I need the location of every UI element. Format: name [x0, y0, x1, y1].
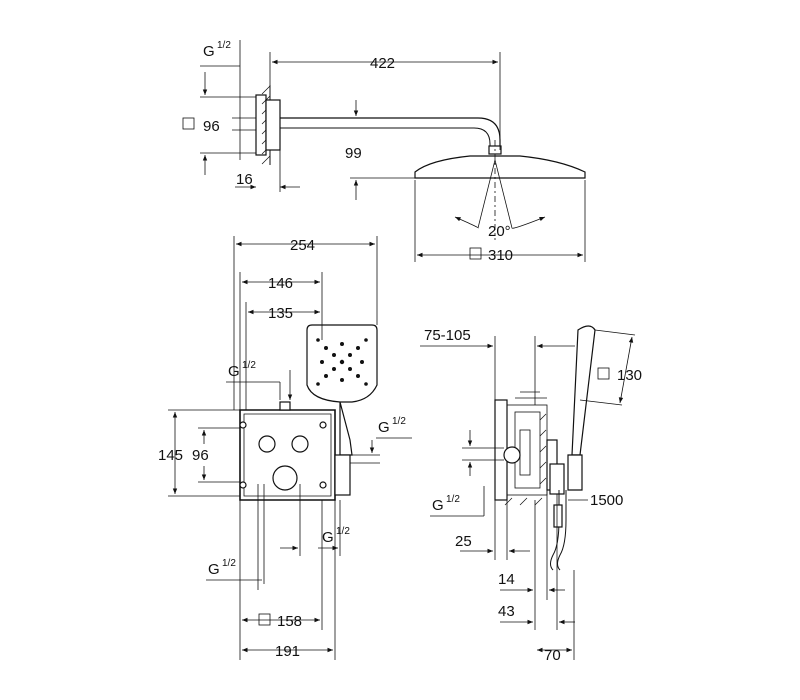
- thread-g-side: G: [432, 497, 444, 514]
- thread-fraction-top: 1/2: [217, 40, 231, 51]
- wall-offset-dim: 16: [236, 171, 253, 188]
- arm-length-dim: 422: [370, 55, 395, 72]
- thread-g-label-top: G: [203, 43, 215, 60]
- concealed-box-view: 254 146 135 G 1/2 145 96 G 1/2: [158, 236, 412, 660]
- thread-fraction-box-side: 1/2: [392, 416, 406, 427]
- thread-fraction-box-top: 1/2: [242, 360, 256, 371]
- dim-43: 43: [498, 603, 515, 620]
- thread-g-box-br: G: [322, 529, 334, 546]
- spray-nozzles: [316, 338, 368, 386]
- box-width-146: 146: [268, 275, 293, 292]
- hand-shower-size-dim: 130: [617, 367, 642, 384]
- depth-range-dim: 75-105: [424, 327, 471, 344]
- dim-14: 14: [498, 571, 515, 588]
- box-width-254: 254: [290, 237, 315, 254]
- hose-length-dim: 1500: [590, 492, 623, 509]
- box-width-191: 191: [275, 643, 300, 660]
- box-height-96: 96: [192, 447, 209, 464]
- overhead-shower-view: 20° 422 G 1/2 96 99 16 310: [182, 40, 586, 264]
- thread-fraction-box-bl: 1/2: [222, 558, 236, 569]
- dim-70: 70: [544, 647, 561, 664]
- square-flange-dim: 96: [203, 118, 220, 135]
- thread-g-box-side: G: [378, 419, 390, 436]
- tilt-angle-label: 20°: [488, 223, 511, 240]
- box-square-158: 158: [277, 613, 302, 630]
- drop-dim: 99: [345, 145, 362, 162]
- box-width-135: 135: [268, 305, 293, 322]
- thread-g-box-bl: G: [208, 561, 220, 578]
- head-size-dim: 310: [488, 247, 513, 264]
- thread-g-box-top: G: [228, 363, 240, 380]
- thread-fraction-box-br: 1/2: [336, 526, 350, 537]
- dim-25: 25: [455, 533, 472, 550]
- side-view: 75-105 130 1500 G 1/2 25 14: [420, 325, 642, 664]
- box-height-145: 145: [158, 447, 183, 464]
- thread-fraction-side: 1/2: [446, 494, 460, 505]
